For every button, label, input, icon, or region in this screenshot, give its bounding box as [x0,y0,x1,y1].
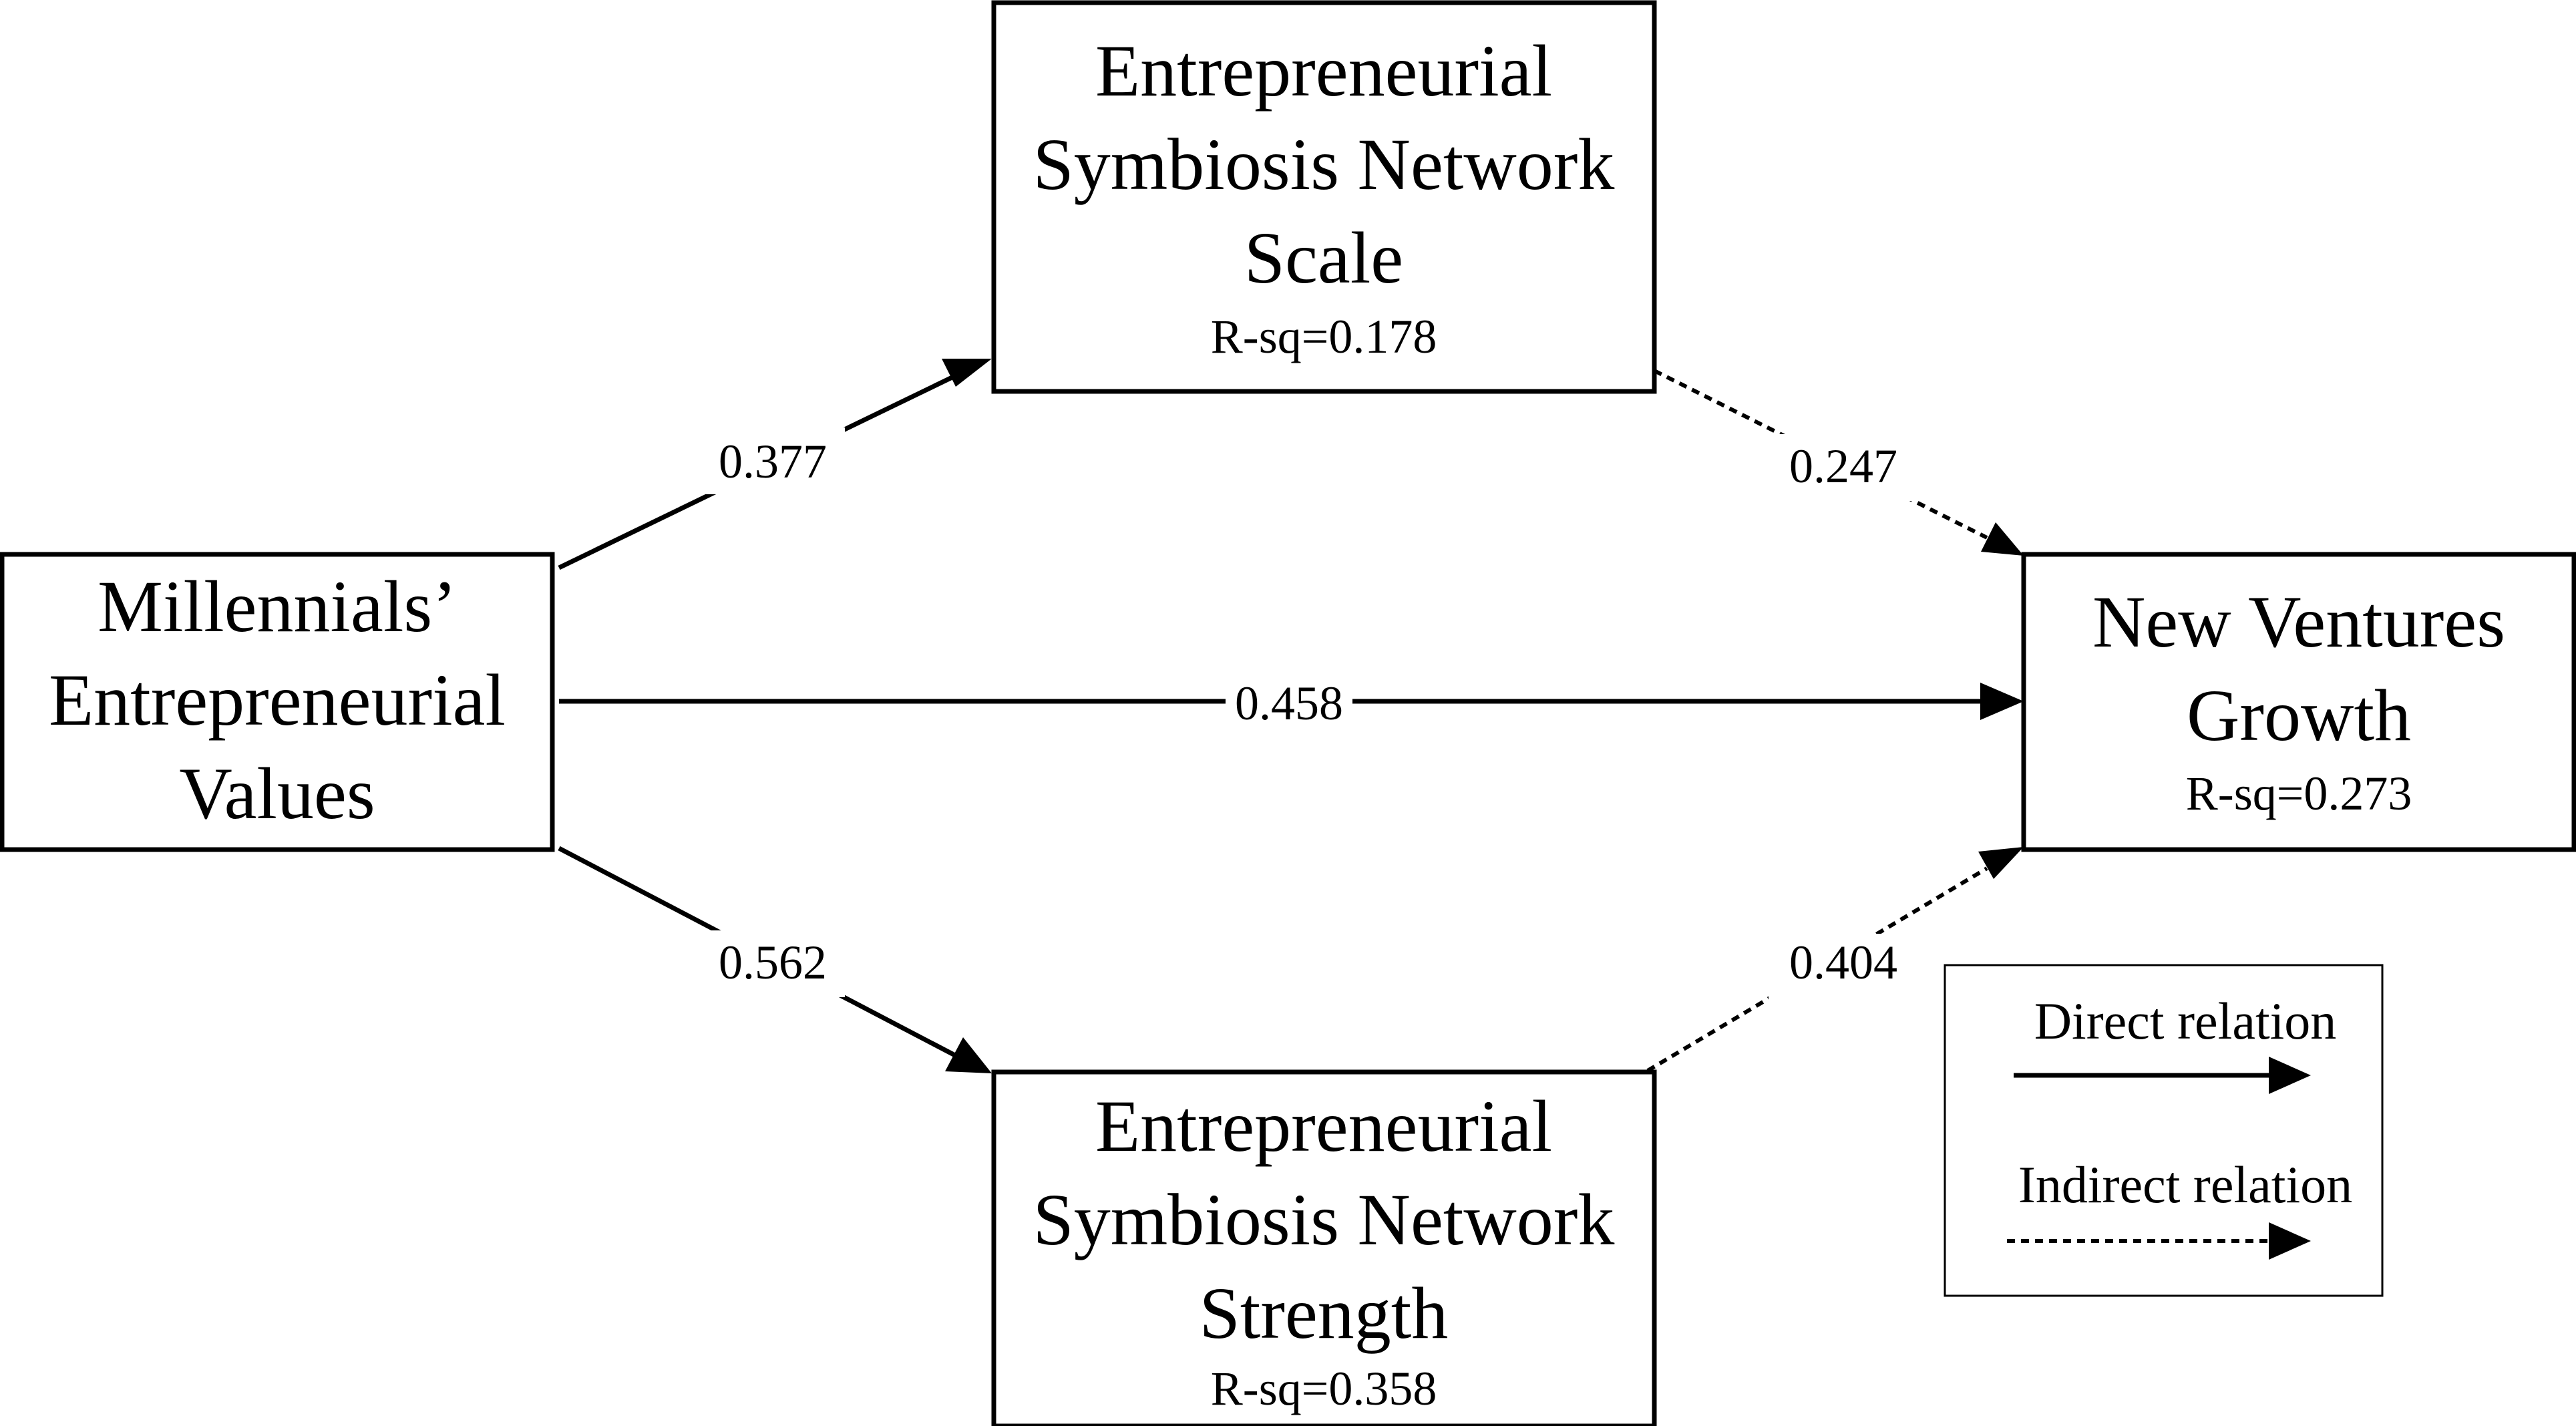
edge-label-scale-to-nvg: 0.247 [1789,439,1897,493]
legend-indirect-label: Indirect relation [2018,1155,2352,1214]
legend-indirect-arrowhead [2269,1222,2311,1260]
edge-label-mev-to-scale: 0.377 [719,435,827,488]
node-box-millennials-values [0,552,555,852]
node-line: Symbiosis Network [1033,1179,1615,1260]
legend: Direct relation Indirect relation [1944,964,2384,1297]
arrowhead-strength-to-nvg [1978,847,2024,879]
node-line: Entrepreneurial [1095,30,1552,112]
node-line: Millennials’ [98,566,457,647]
node-line: Entrepreneurial [49,659,506,741]
edge-mev-to-scale: 0.377 [558,359,992,570]
node-rsq-network-scale: R-sq=0.178 [1211,310,1437,363]
node-line: Values [179,753,375,834]
node-network-scale: Entrepreneurial Symbiosis Network Scale … [991,0,1657,394]
node-line: Scale [1244,217,1403,299]
node-rsq-new-ventures-growth: R-sq=0.273 [2186,767,2412,820]
edge-strength-to-nvg: 0.404 [1646,847,2024,1073]
node-line: Growth [2187,675,2411,756]
node-line: Symbiosis Network [1033,124,1615,205]
legend-direct-arrowhead [2269,1057,2311,1094]
edge-label-bg [1769,934,1915,1001]
node-line: New Ventures [2092,581,2505,663]
edge-label-strength-to-nvg: 0.404 [1789,936,1897,989]
arrowhead-scale-to-nvg [1981,522,2024,556]
node-millennials-values: Millennials’ Entrepreneurial Values [0,552,555,852]
arrowhead-mev-to-nvg [1980,683,2024,720]
arrowhead-mev-to-strength [945,1037,992,1073]
edge-mev-to-nvg: 0.458 [559,671,2024,731]
arrowhead-mev-to-scale [942,359,992,387]
legend-direct-label: Direct relation [2034,992,2337,1050]
node-box-network-scale [991,0,1657,394]
edge-label-bg [1769,434,1915,501]
node-new-ventures-growth: New Ventures Growth R-sq=0.273 [2021,552,2576,852]
node-network-strength: Entrepreneurial Symbiosis Network Streng… [991,1069,1657,1426]
node-line: Entrepreneurial [1095,1085,1552,1167]
edge-mev-to-strength: 0.562 [558,846,992,1073]
edge-label-mev-to-nvg: 0.458 [1235,677,1343,730]
edge-label-bg [698,930,845,997]
node-line: Strength [1200,1272,1449,1354]
edge-label-mev-to-strength: 0.562 [719,936,827,989]
node-box-network-strength [991,1069,1657,1426]
edge-label-bg [1226,671,1352,731]
node-box-new-ventures-growth [2021,552,2576,852]
node-rsq-network-strength: R-sq=0.358 [1211,1362,1437,1415]
edge-label-bg [698,427,845,494]
edge-scale-to-nvg: 0.247 [1653,369,2024,556]
edges: 0.377 0.458 0.562 0.247 0.404 [558,359,2024,1073]
